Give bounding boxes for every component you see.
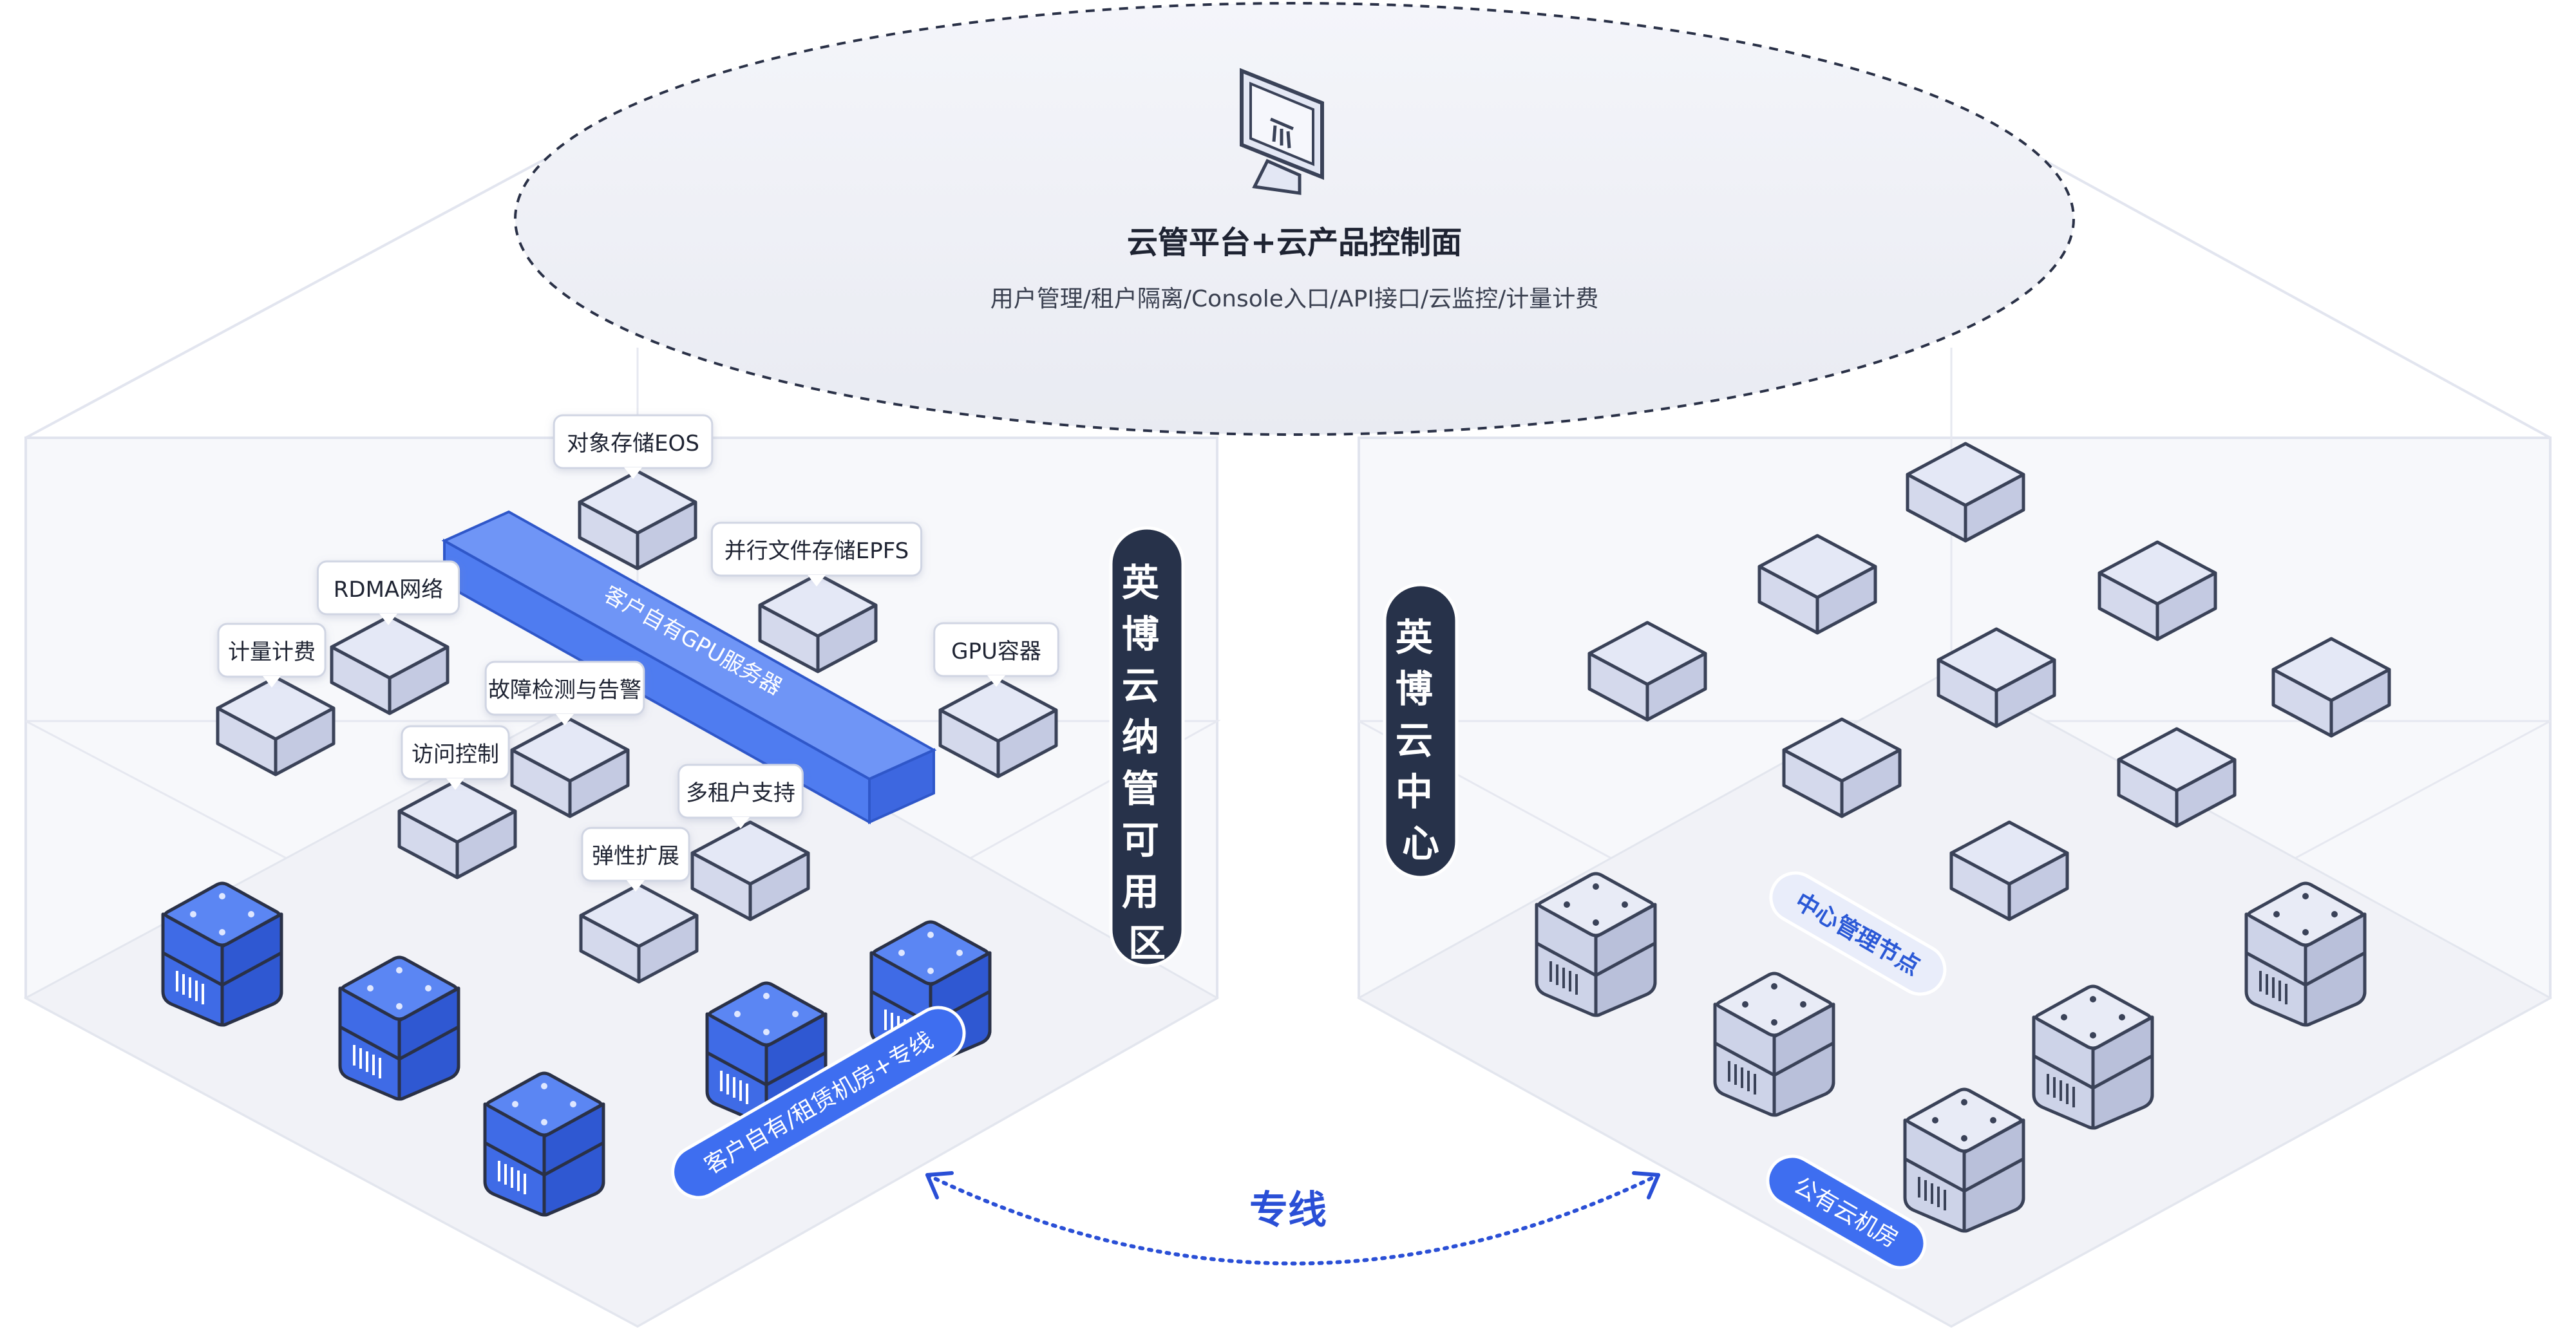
service-label-7: 多租户支持 <box>677 764 804 829</box>
arrow-right-icon <box>1632 1171 1660 1199</box>
node-cube-1 <box>1757 534 1877 635</box>
service-cube-2 <box>330 614 450 715</box>
right-zone-title-pill: 英 博 云 中 心 <box>1383 583 1459 879</box>
public-server-4 <box>1903 1087 2025 1233</box>
service-cube-4 <box>216 675 336 776</box>
right-bottom-label: 公有云机房 <box>1766 1154 1927 1270</box>
node-cube-7 <box>2117 727 2237 828</box>
monitor-icon <box>1240 68 1324 195</box>
top-subtitle: 用户管理/租户隔离/Console入口/API接口/云监控/计量计费 <box>990 286 1599 312</box>
outer-hex-lines <box>25 108 2551 439</box>
svg-text:故障检测与告警: 故障检测与告警 <box>488 677 641 703</box>
public-server-3 <box>2032 984 2154 1130</box>
dedicated-line-arc: 专线 <box>925 1171 1660 1266</box>
left-zone-title-pill: 英 博 云 纳 管 可 用 区 <box>1109 526 1185 968</box>
node-cube-0 <box>1906 442 2025 543</box>
service-cube-8 <box>579 883 699 984</box>
right-node-cubes <box>1587 442 2391 921</box>
service-cube-6 <box>397 778 517 879</box>
service-cube-5 <box>510 717 630 818</box>
service-label-4: 计量计费 <box>217 623 327 688</box>
public-server-1 <box>1713 972 1835 1117</box>
service-cube-7 <box>690 820 810 921</box>
svg-text:弹性扩展: 弹性扩展 <box>592 843 679 869</box>
service-label-0: 对象存储EOS <box>553 414 714 479</box>
svg-text:RDMA网络: RDMA网络 <box>334 577 443 603</box>
svg-text:并行文件存储EPFS: 并行文件存储EPFS <box>724 538 909 564</box>
service-label-1: 并行文件存储EPFS <box>710 521 923 587</box>
top-title: 云管平台+云产品控制面 <box>1127 225 1462 261</box>
service-label-6: 访问控制 <box>401 725 510 790</box>
svg-text:多租户支持: 多租户支持 <box>686 780 795 806</box>
public-server-0 <box>1535 872 1657 1017</box>
service-cube-3 <box>938 677 1058 778</box>
dedicated-line-label: 专线 <box>1249 1188 1327 1233</box>
service-cube-0 <box>578 469 697 570</box>
left-zone-title: 英 博 云 纳 管 可 用 区 <box>1122 561 1172 965</box>
service-label-8: 弹性扩展 <box>581 827 690 892</box>
node-cube-2 <box>2098 540 2217 641</box>
svg-text:计量计费: 计量计费 <box>228 639 316 665</box>
svg-text:GPU容器: GPU容器 <box>951 639 1041 664</box>
arrow-left-icon <box>925 1171 954 1199</box>
gpu-server-4 <box>483 1071 605 1217</box>
cloud-platform-ellipse <box>514 2 2075 436</box>
gpu-server-0 <box>161 881 283 1027</box>
gpu-server-1 <box>338 955 460 1101</box>
node-cube-5 <box>2271 637 2391 738</box>
left-service-cubes <box>216 469 1058 984</box>
right-servers <box>1535 872 2367 1233</box>
service-label-5: 故障检测与告警 <box>484 661 645 726</box>
public-server-2 <box>2244 881 2367 1027</box>
node-cube-8 <box>1949 820 2069 921</box>
node-cube-3 <box>1587 621 1707 722</box>
right-zone-title: 英 博 云 中 心 <box>1396 615 1446 865</box>
left-service-labels: 对象存储EOS 并行文件存储EPFS RDMA网络 GPU容器 计量计费故障检测与告警访… <box>217 414 1059 892</box>
svg-text:访问控制: 访问控制 <box>412 742 499 767</box>
svg-text:对象存储EOS: 对象存储EOS <box>567 431 699 456</box>
service-label-2: RDMA网络 <box>316 560 460 625</box>
node-cube-4 <box>1937 627 2056 728</box>
service-cube-1 <box>758 572 878 673</box>
node-cube-6 <box>1782 717 1902 818</box>
service-label-3: GPU容器 <box>933 622 1059 687</box>
